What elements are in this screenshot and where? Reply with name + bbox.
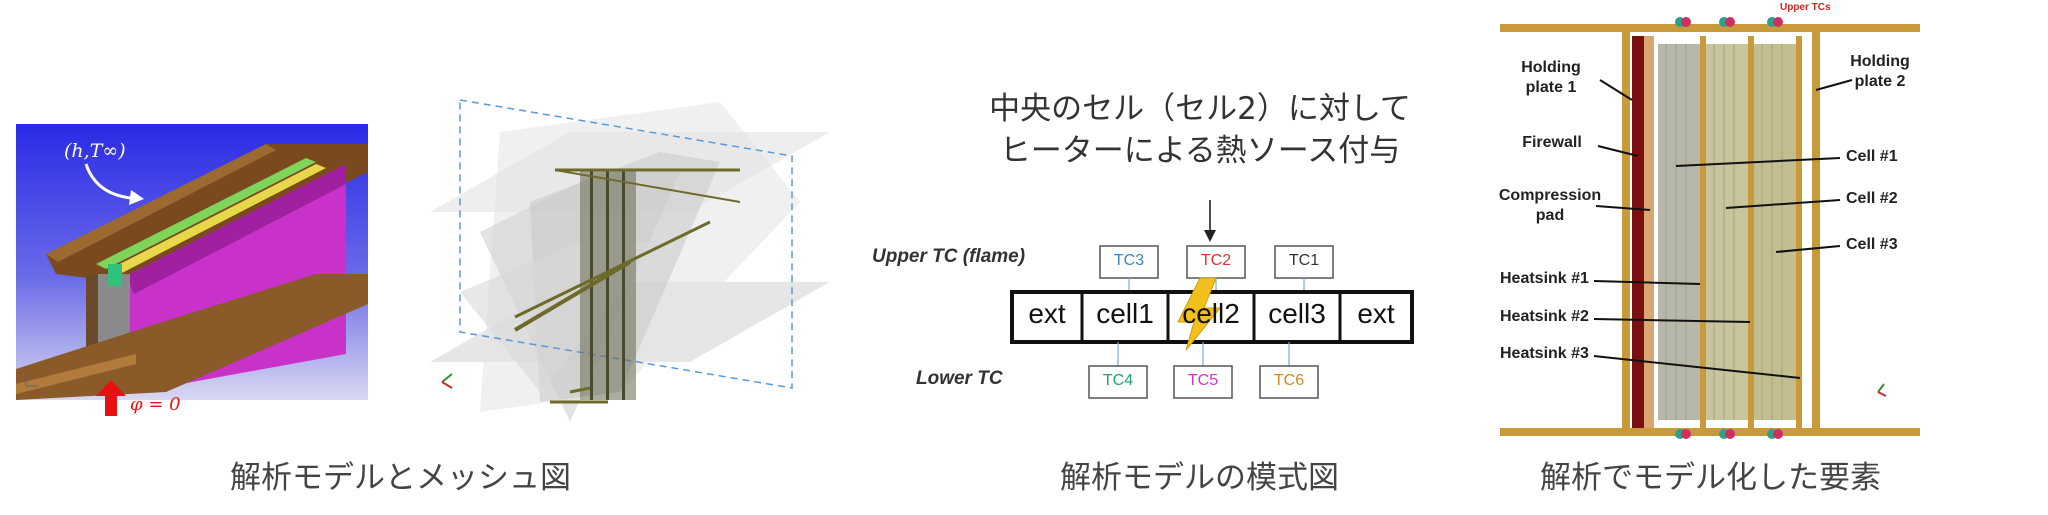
phi-label: φ = 0: [130, 394, 181, 415]
tc4-label: TC4: [1102, 372, 1134, 389]
schematic-diagram: Upper TC (flame) Lower TC TC3 TC2 TC1 ex…: [860, 200, 1460, 410]
cell-ext-left: ext: [1028, 298, 1066, 329]
tc2-label: TC2: [1200, 252, 1232, 269]
label-cell-3: Cell #3: [1846, 236, 1898, 253]
caption-schematic: 解析モデルの模式図: [1060, 460, 1339, 496]
caption-model-mesh: 解析モデルとメッシュ図: [230, 460, 571, 496]
upper-tc-markers: [1675, 17, 1783, 27]
tc-box-upper-3: [1274, 245, 1334, 279]
cell-3: cell3: [1268, 298, 1326, 329]
tc-box-lower-1: [1088, 365, 1148, 399]
tc-box-lower-2: [1173, 365, 1233, 399]
cell-ext-right: ext: [1357, 298, 1395, 329]
phi-arrow-icon: [96, 380, 126, 416]
label-holding-plate-2: Holding plate 2: [1850, 53, 1910, 90]
heat-note-line1: 中央のセル（セル2）に対して: [989, 91, 1411, 127]
heat-note-line2: ヒーターによる熱ソース付与: [999, 133, 1401, 169]
lower-tc-markers: [1675, 429, 1783, 439]
label-cell-2: Cell #2: [1846, 190, 1898, 207]
boundary-condition-label: (h,T∞): [64, 140, 126, 162]
heat-source-note: 中央のセル（セル2）に対して ヒーターによる熱ソース付与: [950, 88, 1450, 172]
label-firewall: Firewall: [1522, 134, 1582, 151]
tc3-label: TC3: [1113, 252, 1145, 269]
cell-2: cell2: [1182, 298, 1240, 329]
label-holding-plate-1: Holding plate 1: [1521, 59, 1581, 96]
lightning-icon: [1177, 277, 1222, 351]
cell-1: cell1: [1096, 298, 1154, 329]
upper-tcs-label: Upper TCs: [1780, 2, 1831, 13]
label-heatsink-2: Heatsink #2: [1500, 308, 1589, 325]
caption-modeled-elements: 解析でモデル化した要素: [1540, 460, 1881, 496]
lower-tc-label: Lower TC: [916, 368, 1003, 389]
upper-tc-label: Upper TC (flame): [872, 246, 1026, 267]
label-compression-pad: Compression pad: [1498, 187, 1602, 224]
tc-box-upper-1: [1099, 245, 1159, 279]
mesh-render: [420, 92, 840, 432]
tc6-label: TC6: [1273, 372, 1305, 389]
tc-box-lower-3: [1259, 365, 1319, 399]
modeled-elements-figure: Upper TCs Holding plate 1 Firewall Compr…: [1499, 0, 1920, 440]
label-heatsink-3: Heatsink #3: [1500, 345, 1589, 362]
tc5-label: TC5: [1187, 372, 1219, 389]
analysis-model-render: (h,T∞): [16, 124, 368, 400]
label-cell-1: Cell #1: [1846, 148, 1898, 165]
cell-row-frame: [1010, 290, 1414, 344]
label-heatsink-1: Heatsink #1: [1500, 270, 1589, 287]
tc1-label: TC1: [1288, 252, 1320, 269]
